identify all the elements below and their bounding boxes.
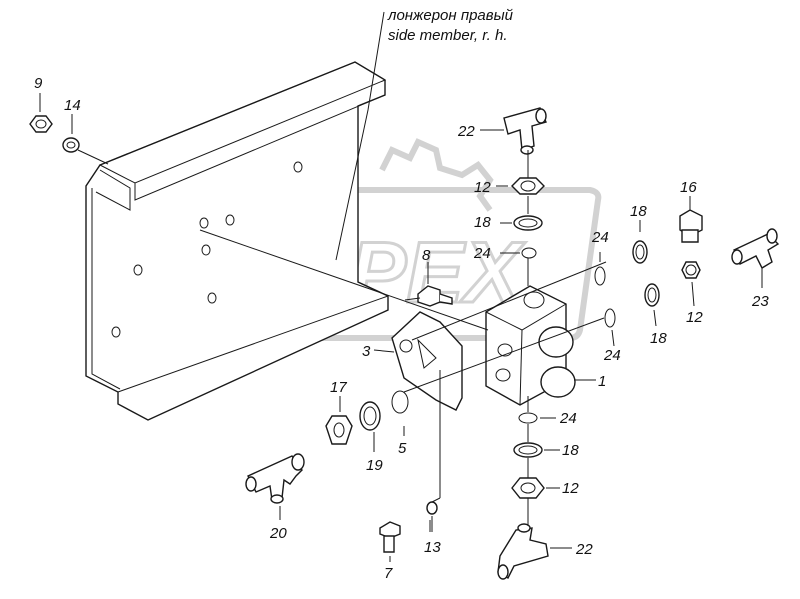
part-24-ring-right-lower — [604, 308, 616, 328]
label-part-14: 14 — [64, 97, 81, 114]
label-part-7: 7 — [384, 565, 393, 582]
label-part-3: 3 — [362, 343, 371, 360]
label-part-16: 16 — [680, 179, 697, 196]
part-18-washer-top — [513, 215, 543, 231]
label-part-17: 17 — [330, 379, 347, 396]
label-part-18-right-upper: 18 — [630, 203, 647, 220]
part-12-nut-top — [511, 177, 545, 195]
caption-line-ru: лонжерон правый — [387, 7, 514, 24]
part-22-tee-bottom — [497, 523, 572, 580]
label-part-9: 9 — [34, 75, 43, 92]
side-member-rail — [85, 61, 389, 421]
part-24-ring-right-upper — [594, 266, 606, 286]
part-24-ring-top — [521, 247, 537, 259]
part-16-union — [679, 196, 703, 243]
part-7-bolt — [379, 521, 401, 562]
caption-line-en: side member, r. h. — [388, 27, 508, 44]
part-19-washer — [359, 401, 381, 431]
part-18-washer-bottom — [513, 442, 560, 458]
part-number-labels: 1 3 5 7 8 9 12 12 12 13 14 16 17 18 18 1… — [34, 75, 769, 582]
label-part-23: 23 — [751, 293, 769, 310]
label-part-8: 8 — [422, 247, 431, 264]
part-12-nut-right — [681, 261, 701, 279]
label-part-18-top: 18 — [474, 214, 491, 231]
part-5-gasket — [391, 390, 409, 414]
label-part-12-top: 12 — [474, 179, 491, 196]
part-13-washer — [426, 501, 438, 532]
part-9-nut — [29, 93, 53, 133]
part-24-ring-bottom — [518, 412, 556, 424]
label-part-18-right-lower: 18 — [650, 330, 667, 347]
part-22-tee-top — [480, 107, 547, 155]
part-18-washer-right-lower — [644, 283, 660, 307]
part-17-nut — [325, 396, 353, 445]
label-part-24-top: 24 — [473, 245, 491, 262]
label-part-12-right: 12 — [686, 309, 703, 326]
side-member-caption: лонжерон правый side member, r. h. — [335, 7, 514, 261]
label-part-22-bottom: 22 — [575, 541, 593, 558]
part-12-nut-bottom — [511, 477, 560, 499]
label-part-20: 20 — [269, 525, 287, 542]
label-part-5: 5 — [398, 440, 407, 457]
part-3-bracket — [373, 311, 463, 411]
label-part-12-bottom: 12 — [562, 480, 579, 497]
label-part-24-bottom: 24 — [559, 410, 577, 427]
part-8-bolt — [417, 262, 453, 307]
part-18-washer-right-upper — [632, 240, 648, 264]
label-part-1: 1 — [598, 373, 606, 390]
part-1-valve — [485, 285, 596, 406]
part-23-tee — [731, 228, 780, 288]
label-part-22-top: 22 — [457, 123, 475, 140]
label-part-24-right-upper: 24 — [591, 229, 609, 246]
label-part-18-bottom: 18 — [562, 442, 579, 459]
label-part-19: 19 — [366, 457, 383, 474]
part-20-tee — [245, 453, 305, 520]
label-part-24-right-lower: 24 — [603, 347, 621, 364]
assembly-lines — [199, 150, 695, 532]
part-14-washer — [62, 114, 109, 165]
label-part-13: 13 — [424, 539, 441, 556]
